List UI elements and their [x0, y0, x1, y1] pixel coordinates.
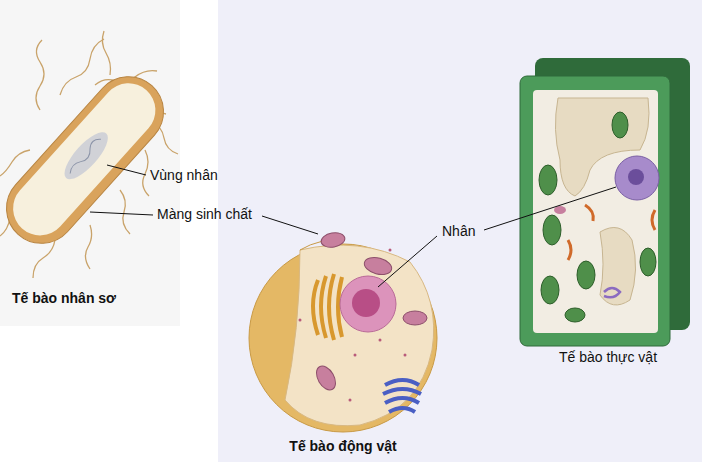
illustration-part: [554, 206, 566, 214]
illustration-part: [389, 249, 392, 252]
illustration-part: [555, 98, 649, 196]
illustration-part: [389, 408, 415, 412]
background-panel: [0, 0, 180, 326]
illustration-part: [102, 31, 110, 75]
illustration-part: [33, 240, 55, 278]
cell-caption: Tế bào nhân sơ: [12, 290, 116, 307]
illustration-part: [652, 210, 655, 230]
illustration-part: [0, 31, 178, 278]
illustration-part: [385, 398, 419, 403]
illustration-part: [329, 274, 334, 340]
part-label: Màng sinh chất: [157, 206, 252, 223]
illustration-part: [577, 261, 595, 289]
illustration-part: [340, 276, 396, 332]
illustration-part: [0, 62, 178, 257]
cell-caption: Tế bào thực vật: [559, 349, 657, 366]
illustration-part: [321, 276, 326, 338]
illustration-part: [349, 399, 352, 402]
illustration-part: [628, 169, 644, 185]
leader-line: [484, 187, 616, 230]
illustration-part: [58, 126, 114, 185]
illustration-part: [2, 72, 167, 246]
illustration-part: [313, 274, 342, 340]
illustration-part: [85, 225, 91, 269]
animal-cell: [249, 231, 437, 432]
illustration-part: [120, 190, 130, 234]
part-label: Nhân: [442, 223, 475, 240]
illustration-part: [604, 288, 620, 297]
illustration-part: [539, 165, 557, 195]
illustration-part: [404, 354, 407, 357]
illustration-part: [600, 228, 636, 305]
background: [218, 0, 702, 462]
illustration-part: [612, 112, 628, 138]
illustration-part: [0, 150, 30, 176]
illustration-part: [383, 380, 421, 412]
illustration-part: [299, 249, 407, 402]
illustration-part: [640, 248, 656, 276]
cell-caption: Tế bào động vật: [289, 438, 396, 455]
leader-line: [90, 212, 153, 215]
illustration-part: [615, 156, 659, 200]
illustration-part: [362, 255, 393, 278]
prokaryote-cell: [0, 31, 178, 278]
leader-line: [262, 216, 318, 234]
illustration-part: [313, 280, 318, 335]
illustration-part: [285, 245, 434, 426]
leader-line: [107, 165, 146, 175]
illustration-part: [533, 90, 658, 333]
illustration-part: [604, 288, 620, 297]
illustration-part: [143, 150, 149, 196]
illustration-part: [67, 136, 103, 175]
illustration-part: [320, 231, 346, 249]
illustration-part: [568, 240, 571, 260]
illustration-part: [585, 205, 593, 221]
illustration-part: [543, 215, 561, 245]
illustration-part: [0, 62, 178, 257]
illustration-part: [568, 205, 655, 260]
illustration-part: [379, 339, 382, 342]
illustration-part: [313, 363, 340, 394]
illustration-part: [541, 276, 559, 304]
illustration-part: [383, 389, 421, 394]
illustration-part: [90, 165, 616, 287]
illustration-part: [385, 380, 419, 385]
part-label: Vùng nhân: [150, 167, 218, 184]
illustration-part: [249, 244, 437, 432]
illustration-part: [299, 319, 302, 322]
illustration-part: [36, 40, 44, 110]
illustration-part: [565, 308, 585, 322]
illustration-part: [403, 311, 427, 325]
illustration-part: [352, 289, 380, 317]
leader-line: [378, 236, 437, 287]
illustration-part: [354, 354, 357, 357]
plant-cell: [520, 58, 690, 346]
illustration-part: [60, 39, 104, 95]
illustration-part: [539, 112, 656, 322]
